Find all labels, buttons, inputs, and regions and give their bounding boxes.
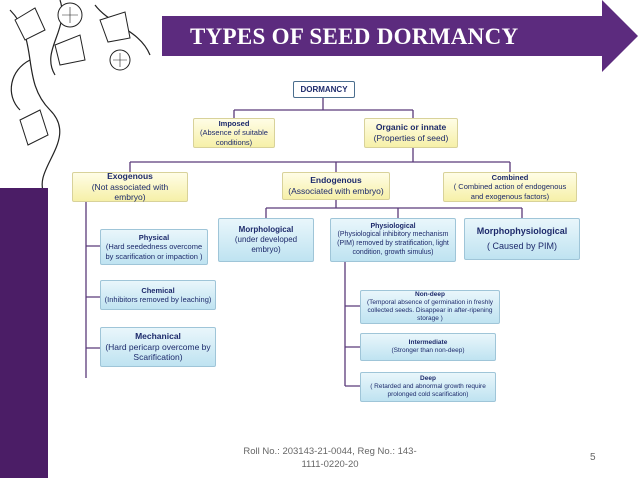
node-physiological-title: Physiological bbox=[370, 222, 416, 230]
node-imposed-title: Imposed bbox=[218, 118, 250, 128]
node-imposed: Imposed (Absence of suitable conditions) bbox=[193, 118, 275, 148]
node-combined: Combined ( Combined action of endogenous… bbox=[443, 172, 577, 202]
node-dormancy: DORMANCY bbox=[293, 81, 355, 98]
node-mechanical-title: Mechanical bbox=[135, 331, 181, 342]
node-chemical-desc: (Inhibitors removed by leaching) bbox=[104, 295, 212, 304]
footer-roll-number: Roll No.: 203143-21-0044, Reg No.: 143- … bbox=[225, 446, 435, 472]
node-endogenous-title: Endogenous bbox=[310, 175, 362, 186]
node-chemical-title: Chemical bbox=[141, 285, 175, 295]
node-deep-title: Deep bbox=[420, 374, 436, 382]
node-intermediate: Intermediate (Stronger than non-deep) bbox=[360, 333, 496, 361]
node-non-deep: Non-deep (Temporal absence of germinatio… bbox=[360, 290, 500, 324]
node-deep: Deep ( Retarded and abnormal growth requ… bbox=[360, 372, 496, 402]
node-intermediate-title: Intermediate bbox=[408, 338, 448, 346]
node-mechanical: Mechanical (Hard pericarp overcome by Sc… bbox=[100, 327, 216, 367]
node-non-deep-title: Non-deep bbox=[415, 290, 445, 298]
node-morphological-title: Morphological bbox=[238, 225, 294, 234]
node-physiological-desc: (Physiological inhibitory mechanism (PIM… bbox=[337, 231, 449, 256]
node-dormancy-label: DORMANCY bbox=[300, 84, 348, 94]
node-morphological-desc: (under developed embryo) bbox=[234, 235, 298, 254]
node-physical-title: Physical bbox=[138, 232, 170, 242]
node-combined-desc: ( Combined action of endogenous and exog… bbox=[453, 182, 567, 201]
node-organic-desc: (Properties of seed) bbox=[373, 133, 449, 143]
node-physical: Physical (Hard seededness overcome by sc… bbox=[100, 229, 208, 265]
node-combined-title: Combined bbox=[491, 172, 529, 182]
page-number: 5 bbox=[590, 452, 596, 463]
node-organic: Organic or innate (Properties of seed) bbox=[364, 118, 458, 148]
node-organic-title: Organic or innate bbox=[375, 122, 447, 133]
node-morphological: Morphological (under developed embryo) bbox=[218, 218, 314, 262]
footer-line-1: Roll No.: 203143-21-0044, Reg No.: 143- bbox=[243, 446, 417, 457]
node-deep-desc: ( Retarded and abnormal growth require p… bbox=[370, 382, 486, 399]
node-imposed-desc: (Absence of suitable conditions) bbox=[200, 128, 268, 147]
node-mechanical-desc: (Hard pericarp overcome by Scarification… bbox=[105, 341, 211, 363]
node-physical-desc: (Hard seededness overcome by scarificati… bbox=[105, 242, 203, 261]
node-morphophysiological-desc: ( Caused by PIM) bbox=[486, 241, 558, 251]
node-physiological: Physiological (Physiological inhibitory … bbox=[330, 218, 456, 262]
vine-decoration-icon bbox=[9, 0, 151, 196]
node-chemical: Chemical (Inhibitors removed by leaching… bbox=[100, 280, 216, 310]
footer-line-2: 1111-0220-20 bbox=[301, 458, 359, 470]
slide-title: TYPES OF SEED DORMANCY bbox=[190, 24, 519, 49]
title-banner bbox=[162, 0, 638, 72]
node-endogenous: Endogenous (Associated with embryo) bbox=[282, 172, 390, 200]
node-exogenous-title: Exogenous bbox=[107, 171, 153, 182]
node-intermediate-desc: (Stronger than non-deep) bbox=[391, 347, 465, 354]
node-endogenous-desc: (Associated with embryo) bbox=[288, 186, 384, 196]
node-exogenous-desc: (Not associated with embryo) bbox=[91, 181, 169, 203]
left-accent-bar bbox=[0, 188, 48, 478]
node-non-deep-desc: (Temporal absence of germination in fres… bbox=[366, 298, 494, 323]
node-morphophysiological-title: Morphophysiological bbox=[476, 225, 568, 236]
node-morphophysiological: Morphophysiological ( Caused by PIM) bbox=[464, 218, 580, 260]
node-exogenous: Exogenous (Not associated with embryo) bbox=[72, 171, 188, 203]
